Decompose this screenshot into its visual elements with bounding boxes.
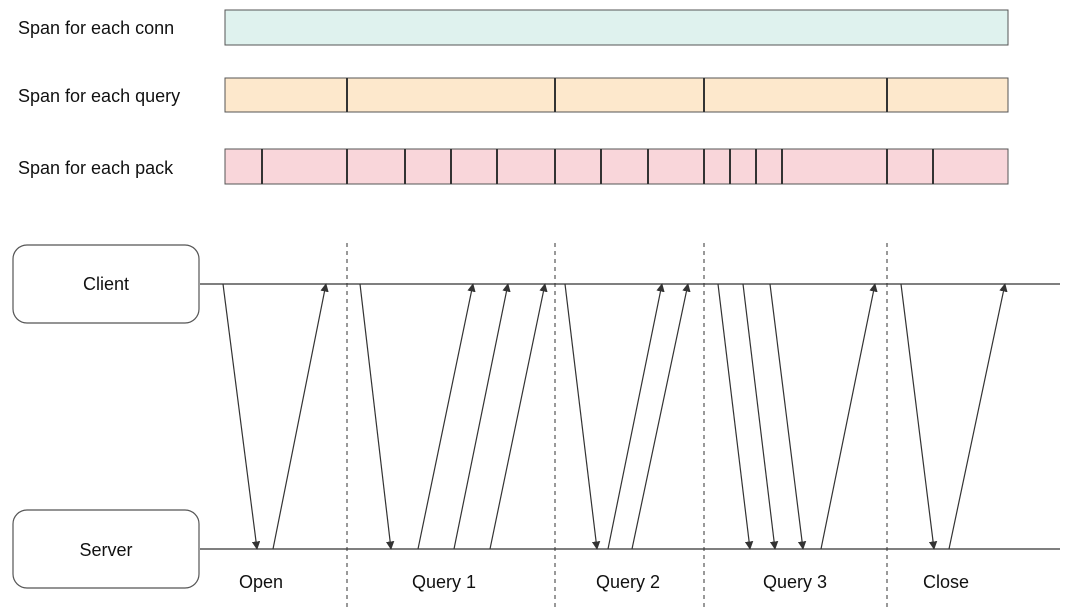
pack-span-segment	[647, 148, 705, 185]
pack-span-segment	[450, 148, 498, 185]
arrow-response	[607, 283, 665, 550]
arrow-request	[222, 283, 261, 550]
arrow-request	[359, 283, 395, 550]
arrow-response	[948, 283, 1008, 550]
query-span-segment	[886, 77, 1009, 113]
phase-label-query-1: Query 1	[412, 572, 476, 592]
phase-label-close: Close	[923, 572, 969, 592]
arrow-request	[769, 283, 807, 550]
arrow-response	[631, 283, 691, 550]
row-label-query: Span for each query	[18, 86, 180, 106]
span-bar-pack	[224, 148, 1009, 185]
client-box	[12, 244, 200, 324]
conn-span-segment	[224, 9, 1009, 46]
query-span-segment	[224, 77, 348, 113]
pack-span-segment	[600, 148, 649, 185]
arrow-request	[900, 283, 938, 550]
row-label-pack: Span for each pack	[18, 158, 174, 178]
message-arrows	[222, 283, 1008, 550]
query-span-segment	[554, 77, 705, 113]
phase-separators	[346, 243, 888, 608]
pack-span-segment	[554, 148, 602, 185]
client-label: Client	[83, 274, 129, 294]
pack-span-segment	[932, 148, 1009, 185]
arrow-response	[820, 283, 878, 550]
server-box	[12, 509, 200, 589]
pack-span-segment	[755, 148, 783, 185]
pack-span-segment	[729, 148, 757, 185]
arrow-response	[453, 283, 511, 550]
span-bar-query	[224, 77, 1009, 113]
pack-span-segment	[261, 148, 348, 185]
server-label: Server	[79, 540, 132, 560]
pack-span-segment	[346, 148, 406, 185]
arrow-response	[272, 283, 329, 550]
arrow-response	[417, 283, 476, 550]
phase-label-query-2: Query 2	[596, 572, 660, 592]
pack-span-segment	[404, 148, 452, 185]
pack-span-segment	[886, 148, 934, 185]
pack-span-segment	[224, 148, 263, 185]
arrow-request	[742, 283, 779, 550]
arrow-response	[489, 283, 548, 550]
query-span-segment	[703, 77, 888, 113]
arrow-request	[564, 283, 601, 550]
pack-span-segment	[703, 148, 731, 185]
pack-span-segment	[496, 148, 556, 185]
phase-label-query-3: Query 3	[763, 572, 827, 592]
query-span-segment	[346, 77, 556, 113]
pack-span-segment	[781, 148, 888, 185]
row-label-conn: Span for each conn	[18, 18, 174, 38]
phase-label-open: Open	[239, 572, 283, 592]
span-bar-conn	[224, 9, 1009, 46]
arrow-request	[717, 283, 754, 550]
